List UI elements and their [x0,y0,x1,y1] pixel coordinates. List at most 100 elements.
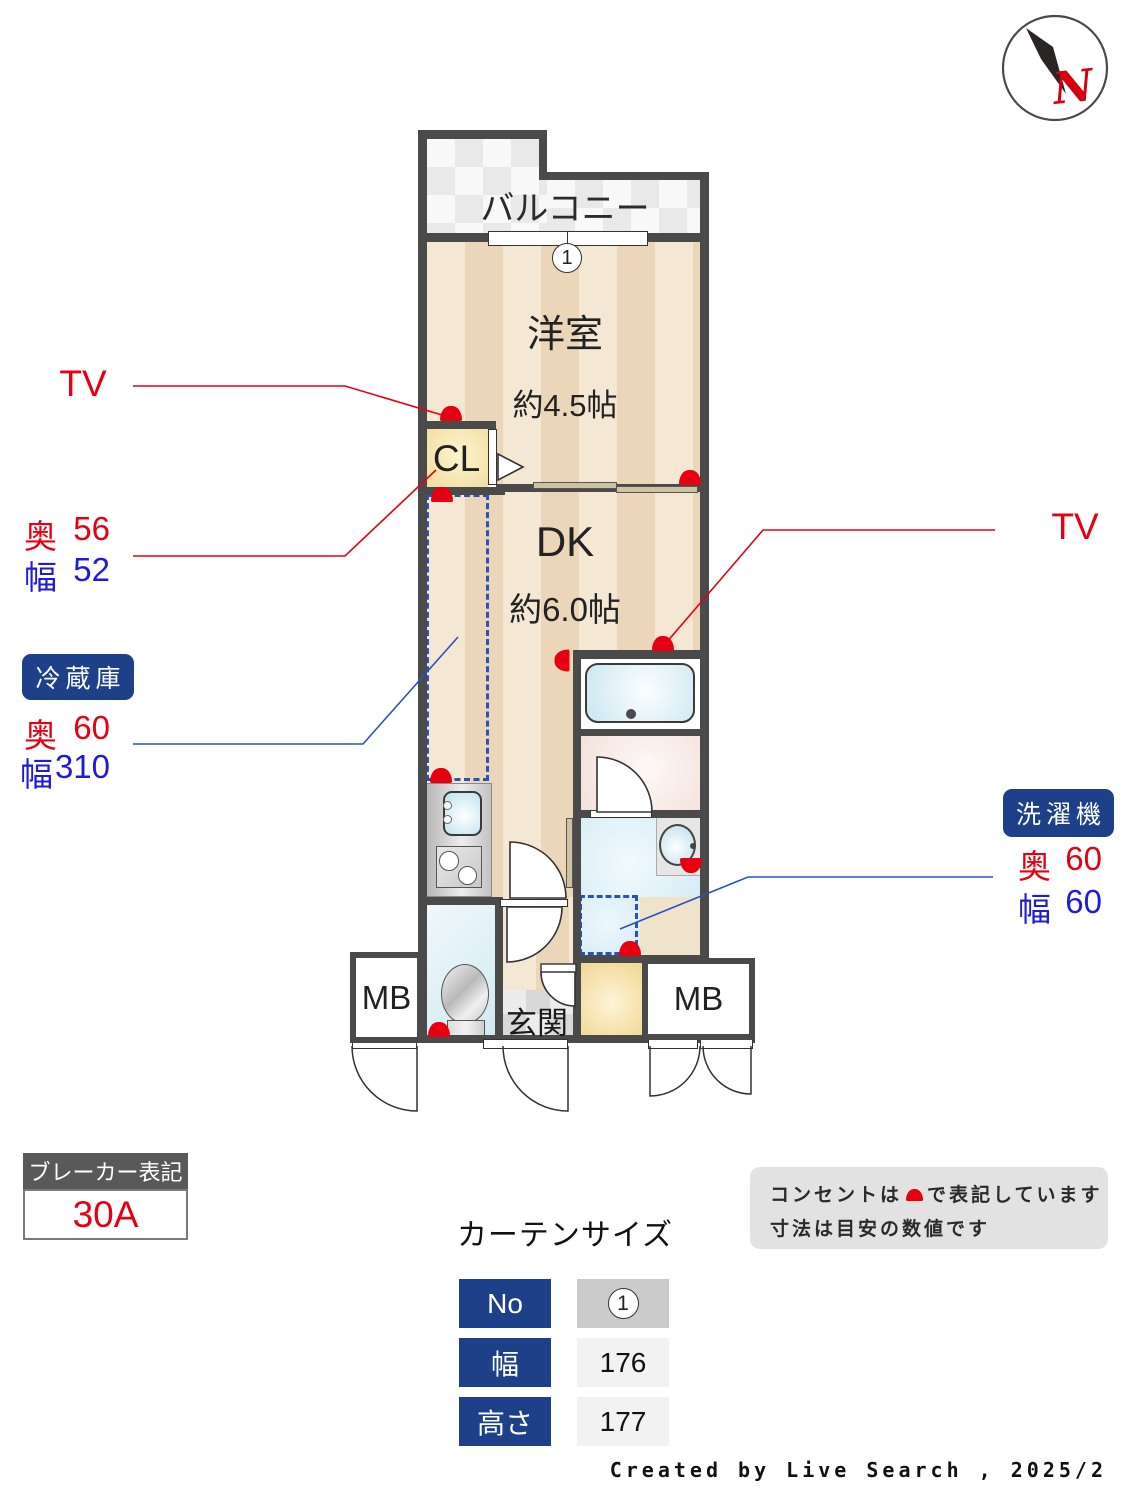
closet-width-value: 52 [73,551,110,588]
window-number-badge: 1 [552,243,582,273]
fridge-depth-row: 奥 60 [24,709,110,757]
washroom-side-floor [640,897,700,955]
washer-depth-label: 奥 [1018,848,1051,885]
fridge-width-label: 幅 [20,756,53,793]
notes-line-1: コンセントは で表記しています [770,1179,1108,1213]
dk-size: 約6.0帖 [509,591,621,628]
closet-depth-label: 奥 [24,518,57,555]
fridge-depth-label: 奥 [24,717,57,754]
toilet-bowl [441,964,489,1024]
wall-top-a [418,130,547,139]
curtain-row-height-label: 高さ [459,1397,551,1446]
washbasin-faucet [690,843,696,849]
meter-box-left: MB [350,952,423,1043]
outlet-icon [428,1022,450,1037]
wall-bath-lavatory [573,729,709,736]
washer-width-value: 60 [1065,883,1102,920]
room1-size: 約4.5帖 [512,387,618,423]
outlet-icon [652,636,674,651]
wall-closet-top [418,421,496,429]
mb-right-door-sill-1 [648,1039,698,1049]
dk-floor [427,492,700,650]
tv-left-label: TV [59,363,107,404]
mb-right-label: MB [673,980,724,1017]
outlet-icon [619,941,641,956]
bathtub-drain [626,709,636,719]
stove-burner-2 [458,866,477,885]
curtain-row-no-value: 1 [577,1279,669,1328]
entry-door-swing [502,1045,569,1112]
bathtub [585,663,695,723]
curtain-row-width-label: 幅 [459,1338,551,1387]
balcony-label: バルコニー [480,189,650,228]
outlet-icon [431,487,453,502]
closet-depth-row: 奥 56 [24,510,110,558]
closet-dims-leader [133,469,437,557]
balcony-window-2 [567,231,648,246]
balcony-floor-right [547,180,700,233]
outlet-icon [679,470,701,485]
tv-right-leader [665,529,995,644]
fridge-depth-value: 60 [73,709,110,746]
wall-step [539,130,547,180]
breaker-title: ブレーカー表記 [23,1153,188,1189]
curtain-title: カーテンサイズ [456,1219,674,1252]
fridge-leader [133,636,459,745]
wall-closet-bottom [418,487,505,495]
notes-line1-pre: コンセントは [770,1185,903,1206]
lavatory-door-sill [590,810,652,818]
footer-credit: Created by Live Search , 2025/2 [609,1458,1107,1482]
washer-badge-label: 洗濯機 [1015,801,1106,829]
notes-line-2: 寸法は目安の数値です [770,1219,991,1240]
wall-washroom-bottom [573,955,709,963]
wall-top-b [539,172,709,180]
breaker-box: ブレーカー表記 30A [23,1153,188,1240]
fridge-badge: 冷蔵庫 [22,654,134,700]
washer-width-label: 幅 [1018,891,1051,928]
stove-burner-1 [439,851,459,871]
closet-depth-value: 56 [73,510,110,547]
kitchen-faucet2 [443,815,452,824]
mb-left-label: MB [361,978,412,1016]
wall-storage-left [573,963,581,1043]
curtain-no-badge: 1 [607,1288,639,1319]
fridge-badge-label: 冷蔵庫 [35,665,126,693]
notes-line1-post: で表記しています [927,1185,1103,1206]
hall-floor [502,897,573,990]
entrance-label: 玄関 [506,1005,568,1041]
kitchen-faucet [443,801,452,810]
meter-box-right: MB [642,958,755,1040]
notes-box: コンセントは で表記しています 寸法は目安の数値です [750,1167,1108,1249]
curtain-row-no-label: No [459,1279,551,1328]
curtain-no-value: 1 [617,1291,629,1315]
closet-door-panel [488,429,497,485]
lavatory-floor [581,735,700,810]
tv-right-label: TV [1051,506,1099,547]
sliding-door-right [616,486,698,493]
wall-bath-top [573,650,709,659]
outlet-icon [440,406,462,421]
balcony-floor [427,139,547,233]
kitchen-sink [443,791,482,836]
dk-name: DK [535,518,595,565]
wall-left [418,130,427,1043]
storage-floor [581,963,642,1035]
mb-right-door-swing-2 [702,1045,752,1095]
hall-door-sill [500,899,568,907]
wall-bath-left [573,650,581,963]
balcony-window [488,231,568,246]
wall-kitchen-bottom [418,897,503,905]
curtain-row-height-value: 177 [577,1397,669,1446]
compass-n-label: N [1050,59,1096,115]
room1-name: 洋室 [526,313,603,356]
toilet-tank [447,1020,485,1036]
washer-depth-value: 60 [1065,840,1102,877]
closet-width-label: 幅 [24,559,57,596]
closet-label: CL [432,438,481,479]
tv-left-leader [133,385,453,419]
washer-depth-row: 奥 60 [1018,840,1102,888]
outlet-legend-icon [906,1189,924,1201]
mb-right-door-swing-1 [649,1045,701,1097]
wall-right [700,172,709,963]
